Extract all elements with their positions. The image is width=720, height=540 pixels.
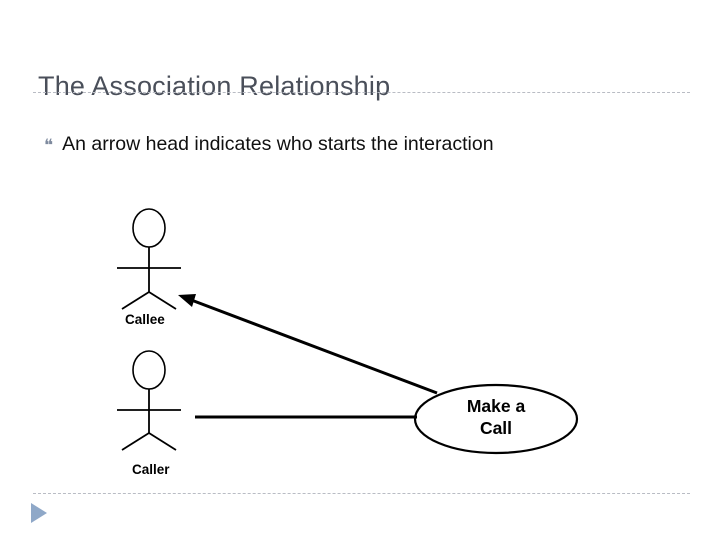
- quote-bullet-icon: ❝: [44, 136, 54, 155]
- caller-head-icon: [132, 350, 166, 390]
- usecase-to-callee-line: [185, 296, 438, 395]
- page-title: The Association Relationship: [38, 71, 391, 102]
- usecase-to-callee-arrow: [178, 294, 438, 395]
- usecase-label-line1: Make a: [466, 396, 526, 416]
- footer-divider: [33, 493, 690, 494]
- bullet-item-label: An arrow head indicates who starts the i…: [62, 133, 494, 155]
- title-divider: [33, 92, 690, 93]
- make-a-call-usecase-label: Make a Call: [437, 396, 555, 440]
- callee-actor-figure: [117, 208, 181, 310]
- usecase-label-line2: Call: [479, 417, 513, 438]
- callee-actor-label: Callee: [125, 312, 165, 327]
- play-triangle-icon: [31, 503, 47, 523]
- bullet-item: ❝ An arrow head indicates who starts the…: [44, 133, 494, 156]
- arrow-head-icon: [178, 294, 196, 307]
- callee-right-leg-line: [148, 291, 177, 310]
- callee-left-leg-line: [121, 291, 150, 310]
- caller-actor-figure: [117, 350, 181, 451]
- make-a-call-usecase-ellipse: [413, 383, 579, 455]
- callee-head-icon: [132, 208, 166, 248]
- caller-left-leg-line: [121, 432, 150, 451]
- caller-actor-label: Caller: [132, 462, 170, 477]
- caller-right-leg-line: [148, 432, 177, 451]
